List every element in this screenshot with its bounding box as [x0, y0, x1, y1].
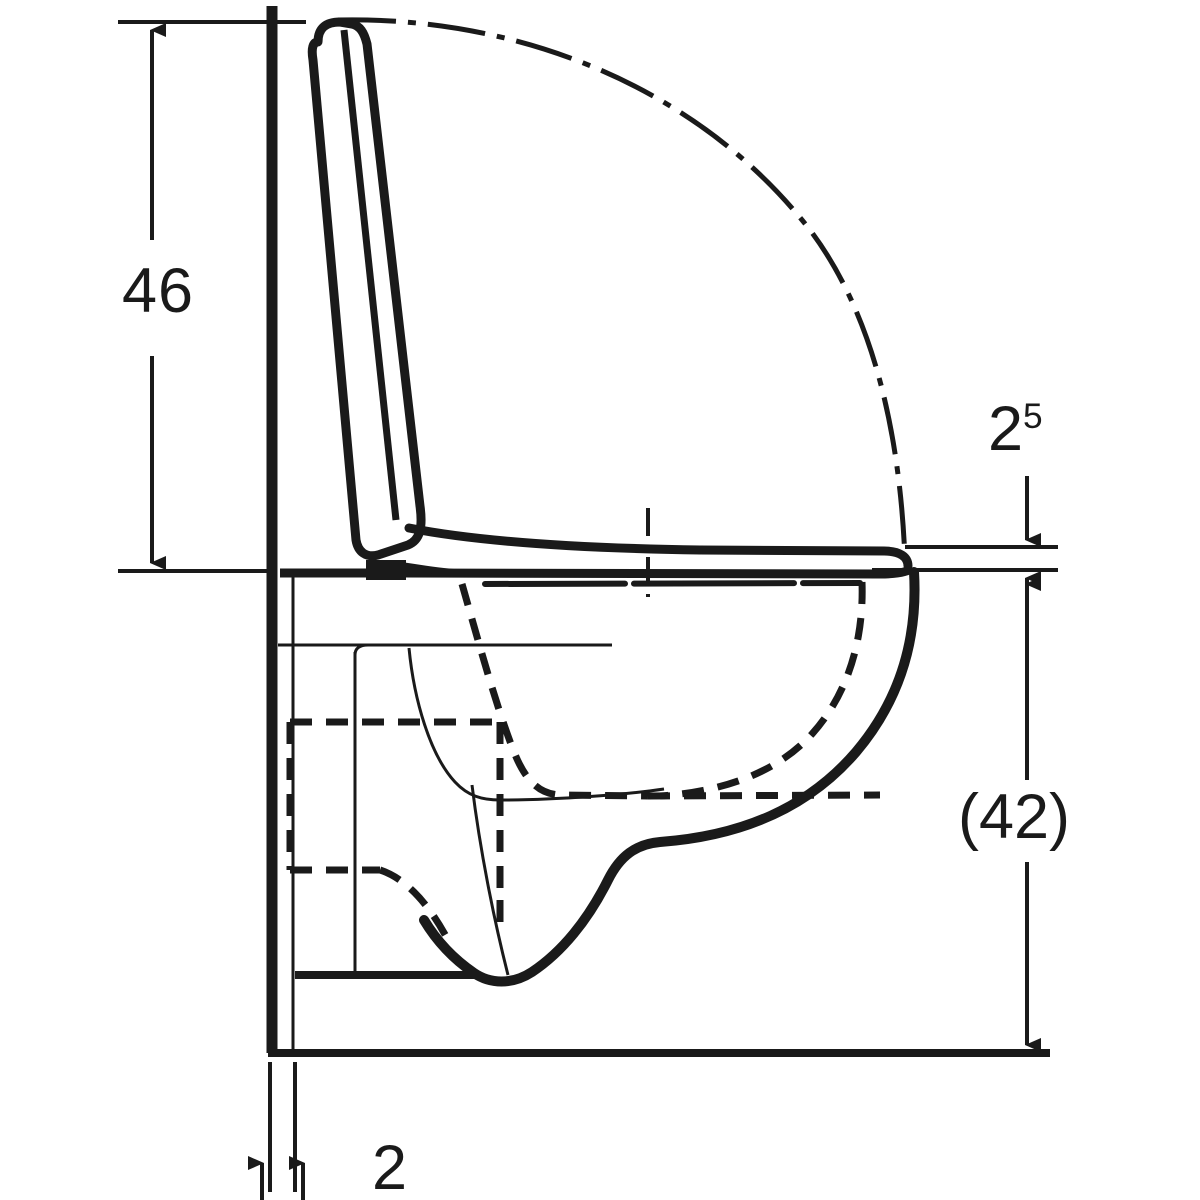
dimension-25-superscript: 5: [1023, 397, 1043, 436]
lid-swing-arc: [337, 17, 908, 561]
dimension-46: [118, 20, 306, 573]
dimension-label-42: (42): [958, 782, 1071, 852]
dimension-2: [248, 1062, 305, 1200]
hidden-edges: [286, 581, 881, 942]
dimension-label-25: 25: [988, 398, 1043, 461]
dimension-label-2: 2: [372, 1133, 408, 1200]
toilet-seat: [280, 523, 916, 587]
centre-mark: [646, 508, 650, 605]
dimension-25-base: 2: [988, 394, 1024, 464]
toilet-lid-raised: [307, 17, 426, 561]
wall: [266, 6, 295, 1053]
toilet-bowl: [278, 567, 920, 987]
dimension-label-46: 46: [122, 256, 195, 326]
